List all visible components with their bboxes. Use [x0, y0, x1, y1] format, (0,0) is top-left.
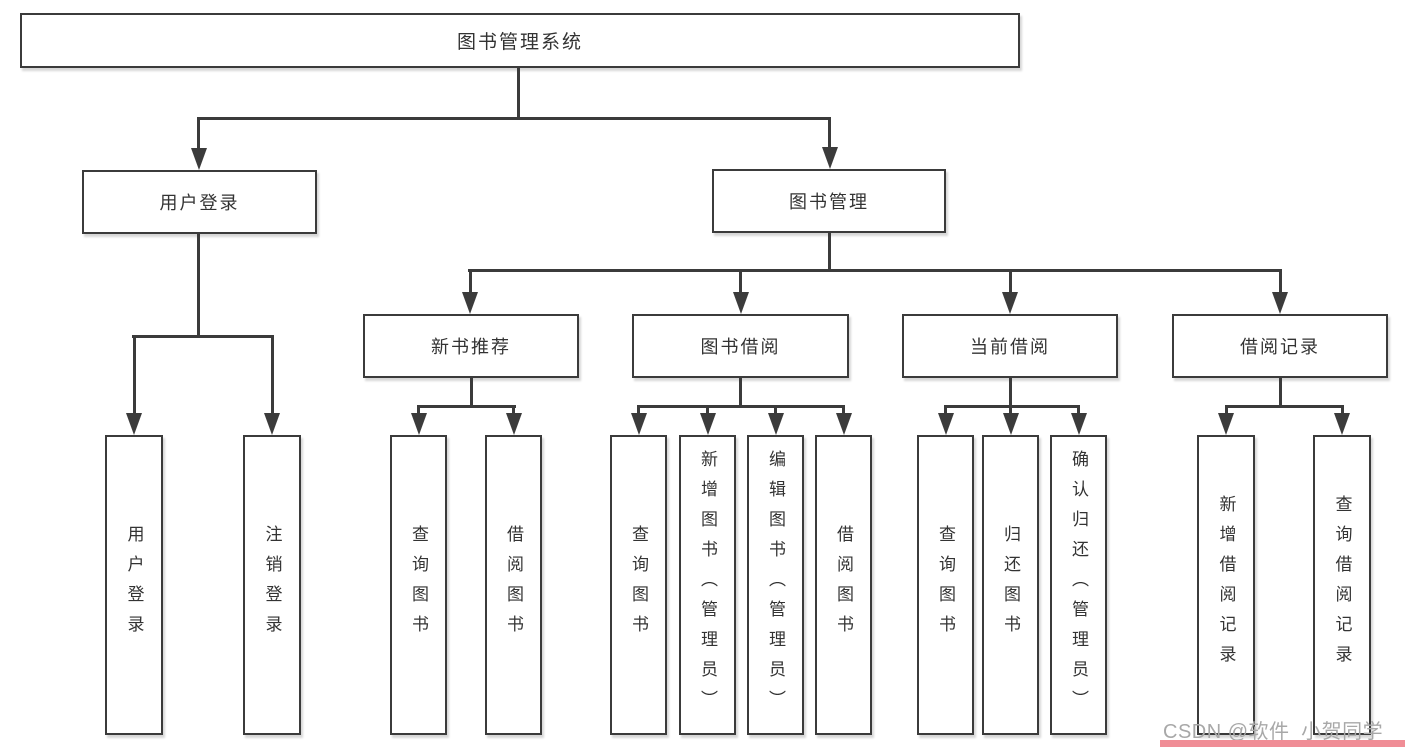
- connector-line: [469, 377, 473, 408]
- connector-line: [1224, 405, 1344, 408]
- leaf-add-borrow-record: 新增借阅记录: [1197, 435, 1255, 735]
- connector-line: [1009, 406, 1012, 417]
- leaf-query-borrow-record: 查询借阅记录: [1313, 435, 1371, 735]
- node-borrow-records: 借阅记录: [1172, 314, 1388, 378]
- connector-line: [417, 406, 420, 417]
- connector-line: [1278, 270, 1282, 295]
- connector-line: [637, 405, 845, 408]
- watermark-bar: [1160, 740, 1405, 747]
- arrow-down-icon: [126, 413, 142, 435]
- leaf-logout: 注销登录: [243, 435, 301, 735]
- arrow-down-icon: [190, 148, 207, 170]
- node-book-management: 图书管理: [712, 169, 946, 233]
- arrow-down-icon: [1272, 292, 1288, 314]
- leaf-confirm-return-admin: 确认归还（管理员）: [1050, 435, 1107, 735]
- connector-line: [132, 335, 274, 338]
- leaf-user-login: 用户登录: [105, 435, 163, 735]
- arrow-down-icon: [937, 413, 954, 435]
- node-current-borrow-label: 当前借阅: [970, 337, 1050, 357]
- csdn-watermark: CSDN @软件_小贺同学: [1163, 721, 1384, 743]
- leaf-edit-books-admin: 编辑图书（管理员）: [747, 435, 804, 735]
- arrow-down-icon: [462, 292, 478, 314]
- node-current-borrow: 当前借阅: [902, 314, 1118, 378]
- connector-line: [197, 117, 831, 120]
- arrow-down-icon: [821, 147, 838, 169]
- connector-line: [706, 406, 709, 417]
- node-new-book-recommend-label: 新书推荐: [431, 337, 511, 357]
- arrow-down-icon: [1070, 413, 1087, 435]
- leaf-add-books-admin: 新增图书（管理员）: [679, 435, 736, 735]
- connector-line: [1340, 406, 1344, 417]
- leaf-borrow-books-recommend: 借阅图书: [485, 435, 542, 735]
- connector-line: [739, 377, 742, 408]
- connector-line: [637, 406, 640, 417]
- arrow-down-icon: [1002, 292, 1018, 314]
- leaf-return-books: 归还图书: [982, 435, 1039, 735]
- connector-line: [828, 118, 831, 149]
- connector-line: [197, 233, 200, 338]
- arrow-down-icon: [1334, 413, 1350, 435]
- connector-line: [1008, 270, 1012, 295]
- arrow-down-icon: [732, 292, 749, 314]
- connector-line: [468, 269, 1282, 272]
- arrow-down-icon: [699, 413, 716, 435]
- connector-line: [944, 406, 947, 417]
- connector-line: [270, 336, 274, 416]
- leaf-borrow-books: 借阅图书: [815, 435, 872, 735]
- node-book-borrow-label: 图书借阅: [700, 337, 781, 357]
- arrow-down-icon: [767, 413, 784, 435]
- arrow-down-icon: [1002, 413, 1019, 435]
- connector-line: [739, 270, 742, 295]
- arrow-down-icon: [630, 413, 647, 435]
- leaf-query-books-borrow: 查询图书: [610, 435, 667, 735]
- node-book-management-label: 图书管理: [789, 192, 869, 212]
- arrow-down-icon: [1218, 413, 1234, 435]
- node-user-login-label: 用户登录: [159, 193, 240, 213]
- node-book-borrow: 图书借阅: [632, 314, 849, 378]
- connector-line: [1077, 406, 1080, 417]
- connector-line: [468, 270, 472, 295]
- node-new-book-recommend: 新书推荐: [363, 314, 579, 378]
- node-user-login: 用户登录: [82, 170, 317, 234]
- connector-line: [842, 406, 845, 417]
- arrow-down-icon: [505, 413, 522, 435]
- connector-line: [512, 406, 515, 417]
- arrow-down-icon: [835, 413, 852, 435]
- connector-line: [517, 66, 520, 119]
- arrow-down-icon: [264, 413, 280, 435]
- connector-line: [1224, 406, 1228, 417]
- connector-line: [1278, 377, 1282, 408]
- connector-line: [1008, 377, 1012, 408]
- node-borrow-records-label: 借阅记录: [1240, 337, 1320, 357]
- connector-line: [197, 118, 200, 150]
- connector-line: [417, 405, 516, 408]
- connector-line: [774, 406, 777, 417]
- connector-line: [944, 405, 1080, 408]
- connector-line: [828, 232, 831, 272]
- leaf-query-books-recommend: 查询图书: [390, 435, 447, 735]
- arrow-down-icon: [410, 413, 427, 435]
- connector-line: [132, 336, 136, 416]
- node-root-label: 图书管理系统: [456, 32, 583, 53]
- leaf-query-books-current: 查询图书: [917, 435, 974, 735]
- node-root: 图书管理系统: [20, 13, 1020, 68]
